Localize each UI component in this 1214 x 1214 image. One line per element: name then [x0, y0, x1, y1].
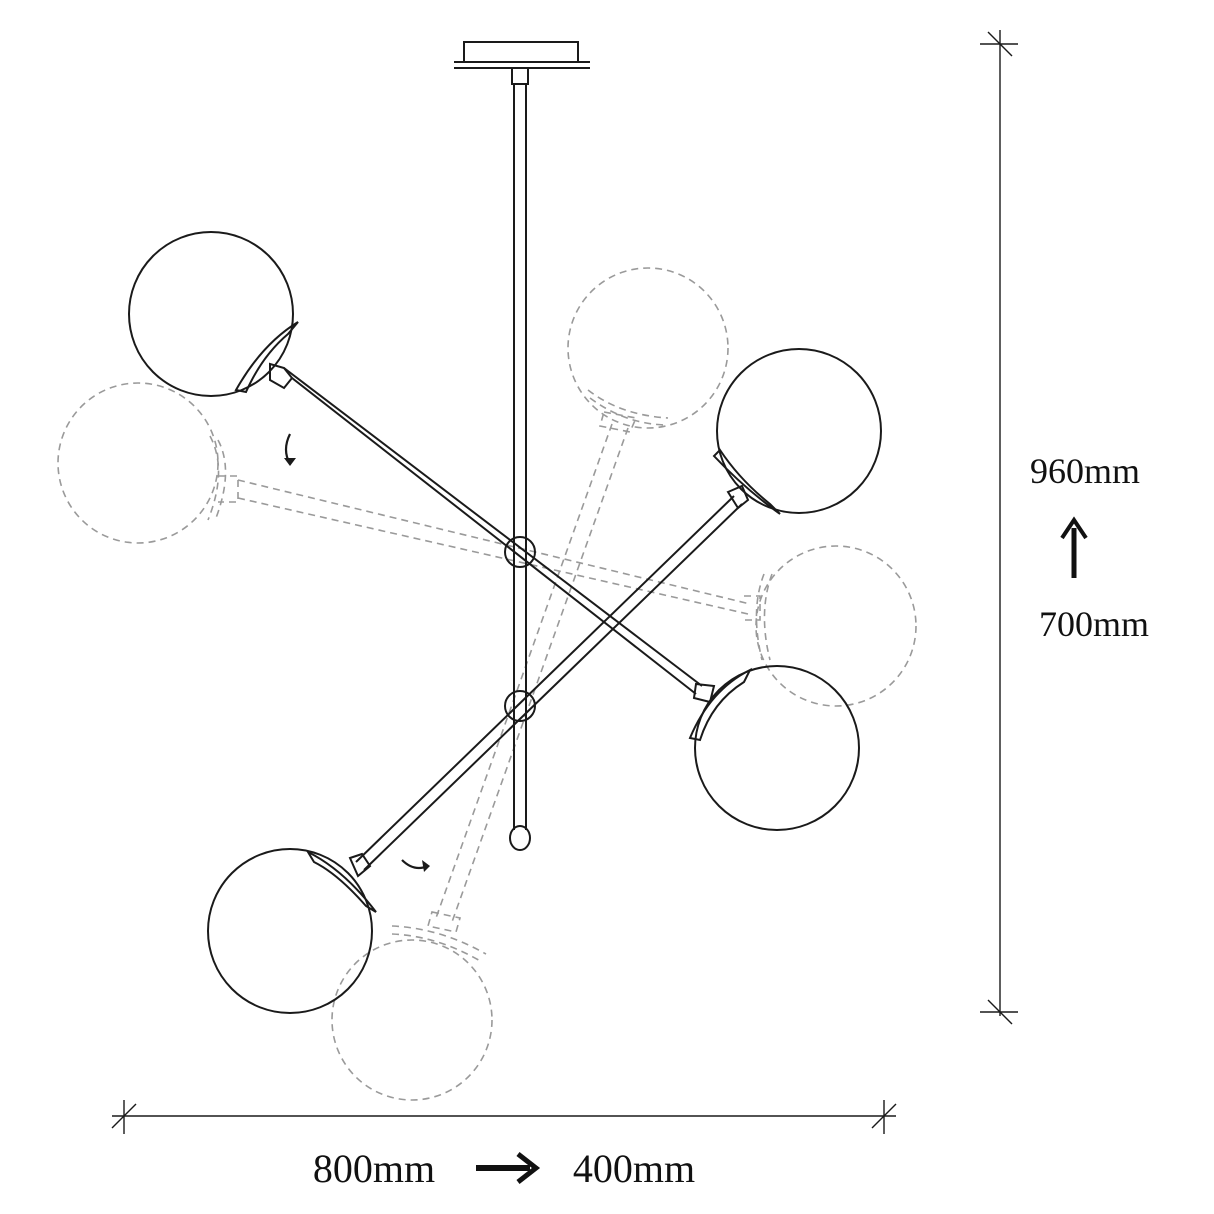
- solid-globes: [128, 231, 882, 1014]
- ceiling-canopy: [454, 41, 590, 85]
- arrow-right-icon: [476, 1152, 541, 1184]
- alternate-position-globes: [57, 267, 917, 1101]
- globe-upper-right: [716, 348, 882, 514]
- globe-lower-right: [694, 665, 860, 831]
- dashed-globe-bottom: [331, 939, 493, 1101]
- width-min-label: 400mm: [573, 1146, 695, 1191]
- dashed-globe-top: [567, 267, 729, 429]
- center-rod: [509, 84, 531, 851]
- alternate-position-arms: [218, 411, 761, 933]
- arm-right-to-left: [348, 484, 750, 878]
- height-full-label: 960mm: [1030, 451, 1140, 491]
- globe-upper-left: [128, 231, 294, 397]
- dashed-globe-left: [57, 382, 219, 544]
- height-min-label: 700mm: [1039, 604, 1149, 644]
- width-full-label: 800mm: [313, 1146, 435, 1191]
- lower-joint: [504, 690, 536, 722]
- upper-joint: [504, 536, 536, 568]
- height-dimension: [980, 30, 1018, 1025]
- arm-left-to-right: [269, 362, 716, 704]
- dashed-arm-horizontal: [237, 479, 751, 615]
- dashed-globe-right: [755, 545, 917, 707]
- arrow-up-icon: [1060, 516, 1088, 578]
- width-dimension: [111, 1100, 897, 1134]
- dashed-arm-diagonal: [435, 423, 629, 923]
- globe-lower-left: [207, 848, 373, 1014]
- rotate-arrow-icon: [284, 433, 430, 872]
